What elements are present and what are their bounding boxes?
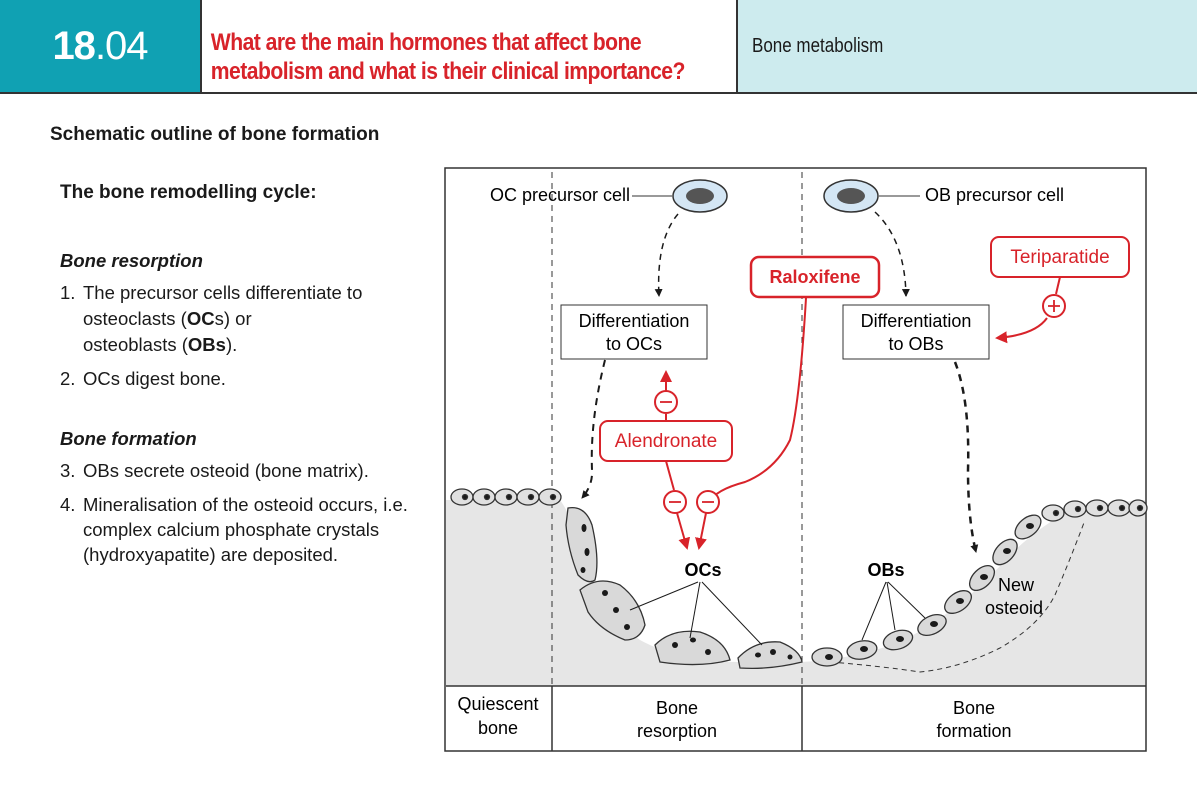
diff-ob-label-2: to OBs [888,334,943,354]
diff-ob-label: Differentiation [861,311,972,331]
section-number: 18.04 [0,0,200,92]
resorption-heading: Bone resorption [60,250,203,271]
remodelling-text: The bone remodelling cycle: Bone resorpt… [60,180,420,575]
header-divider [200,0,202,92]
osteoid-boundary [829,519,1086,673]
list-item: 1.The precursor cells differentiate to o… [60,282,363,355]
page-title: What are the main hormones that affect b… [202,0,737,92]
topic-label: Bone metabolism [738,0,1197,92]
formation-heading: Bone formation [60,428,197,449]
header-divider [736,0,738,92]
header-rule [0,92,1197,94]
phase-formation-2: formation [936,721,1011,741]
phase-quiescent-2: bone [478,718,518,738]
osteoblast-nuclei [825,523,1034,660]
oc-precursor-cell [672,179,728,213]
resorption-list: 1.The precursor cells differentiate to o… [60,280,420,392]
diff-oc-box [560,304,708,360]
raloxifene-box [749,255,881,299]
list-item: 4.Mineralisation of the osteoid occurs, … [60,494,408,565]
raloxifene-label: Raloxifene [769,267,860,287]
osteoclast-nuclei [580,524,793,660]
cycle-title: The bone remodelling cycle: [60,182,317,203]
alendronate-label: Alendronate [615,431,717,452]
diff-oc-label-2: to OCs [606,334,662,354]
diff-oc-label: Differentiation [579,311,690,331]
osteoclasts [565,506,803,670]
bone-matrix [446,500,1145,686]
teriparatide-label: Teriparatide [1010,247,1109,268]
phase-quiescent: Quiescent [457,694,538,714]
phase-resorption: Bone [656,698,698,718]
ob-precursor-label: OB precursor cell [925,185,1064,205]
list-item: 2.OCs digest bone. [60,368,226,389]
new-osteoid-label: New [998,575,1035,595]
page-header: 18.04 What are the main hormones that af… [0,0,1197,94]
ocs-label: OCs [684,560,721,580]
new-osteoid-label-2: osteoid [985,598,1043,618]
ob-precursor-cell [823,179,879,213]
phase-formation: Bone [953,698,995,718]
phase-resorption-2: resorption [637,721,717,741]
oc-precursor-label: OC precursor cell [490,185,630,205]
formation-list: 3.OBs secrete osteoid (bone matrix). 4.M… [60,458,420,567]
lining-cells [450,488,1148,522]
list-item: 3.OBs secrete osteoid (bone matrix). [60,460,369,481]
diff-ob-box [842,304,990,360]
section-title: Schematic outline of bone formation [50,124,380,145]
obs-label: OBs [867,560,904,580]
